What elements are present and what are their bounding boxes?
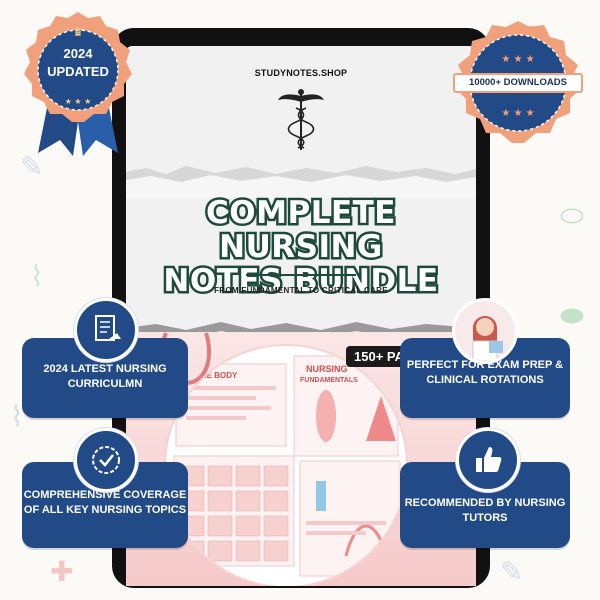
preview-heading: FUNDAMENTALS	[300, 377, 358, 384]
thumbs-up-icon	[456, 428, 520, 492]
crown-icon: ♛	[73, 25, 84, 39]
bandage-icon: ✚	[50, 556, 74, 587]
title-underline	[246, 274, 356, 276]
title-line-1: COMPLETE NURSING	[204, 194, 398, 267]
feature-text: PERFECT FOR EXAM PREP & CLINICAL ROTATIO…	[406, 359, 564, 386]
feature-text: 2024 LATEST NURSING CURRICULMN	[43, 363, 167, 390]
curriculum-icon	[74, 298, 138, 362]
thermometer-icon: ⌇	[10, 401, 24, 432]
stars-icon: ★ ★ ★	[501, 54, 534, 65]
capsule-icon: ⬬	[560, 300, 584, 331]
title-line-2: NOTES BUNDLE	[161, 262, 441, 301]
feature-text: RECOMMENDED BY NURSING TUTORS	[404, 497, 566, 524]
nurse-avatar-icon	[452, 298, 518, 364]
pill-icon: ⬭	[560, 200, 584, 231]
stars-icon: ★ ★ ★	[501, 108, 534, 119]
ribbon-label: UPDATED	[47, 64, 109, 79]
preview-heading: NURSING	[306, 364, 348, 374]
feature-text: COMPREHENSIVE COVERAGE OF ALL KEY NURSIN…	[23, 489, 187, 516]
updated-ribbon-badge: ♛ ★ ★ ★ 2024 UPDATED	[18, 8, 138, 158]
feature-card-coverage: COMPREHENSIVE COVERAGE OF ALL KEY NURSIN…	[22, 462, 188, 548]
syringe-icon: ✎	[500, 556, 524, 587]
ribbon-year: 2024	[63, 46, 93, 61]
syringe-icon: ✎	[20, 151, 44, 182]
downloads-badge: ★ ★ ★ ★ ★ ★ 10000+ DOWNLOADS	[448, 18, 588, 148]
preview-heading: THE BODY	[196, 371, 238, 380]
torn-paper-divider	[126, 166, 476, 198]
bundle-title: COMPLETE NURSING NOTES BUNDLE	[126, 194, 476, 301]
thermometer-icon: ⌇	[30, 261, 44, 292]
notes-preview: THE BODY NURSING FUNDAMENTALS	[166, 346, 406, 586]
downloads-count: 10000+ DOWNLOADS	[469, 77, 567, 88]
caduceus-icon	[278, 89, 324, 150]
subtitle: FROM FUNDAMENTAL TO CRITICAL CARE	[214, 286, 388, 295]
brand-label: STUDYNOTES.SHOP	[254, 68, 348, 78]
checkmark-badge-icon	[74, 428, 138, 492]
stars-icon: ★ ★ ★	[65, 97, 92, 106]
notes-collage: THE BODY NURSING FUNDAMENTALS	[166, 346, 406, 586]
